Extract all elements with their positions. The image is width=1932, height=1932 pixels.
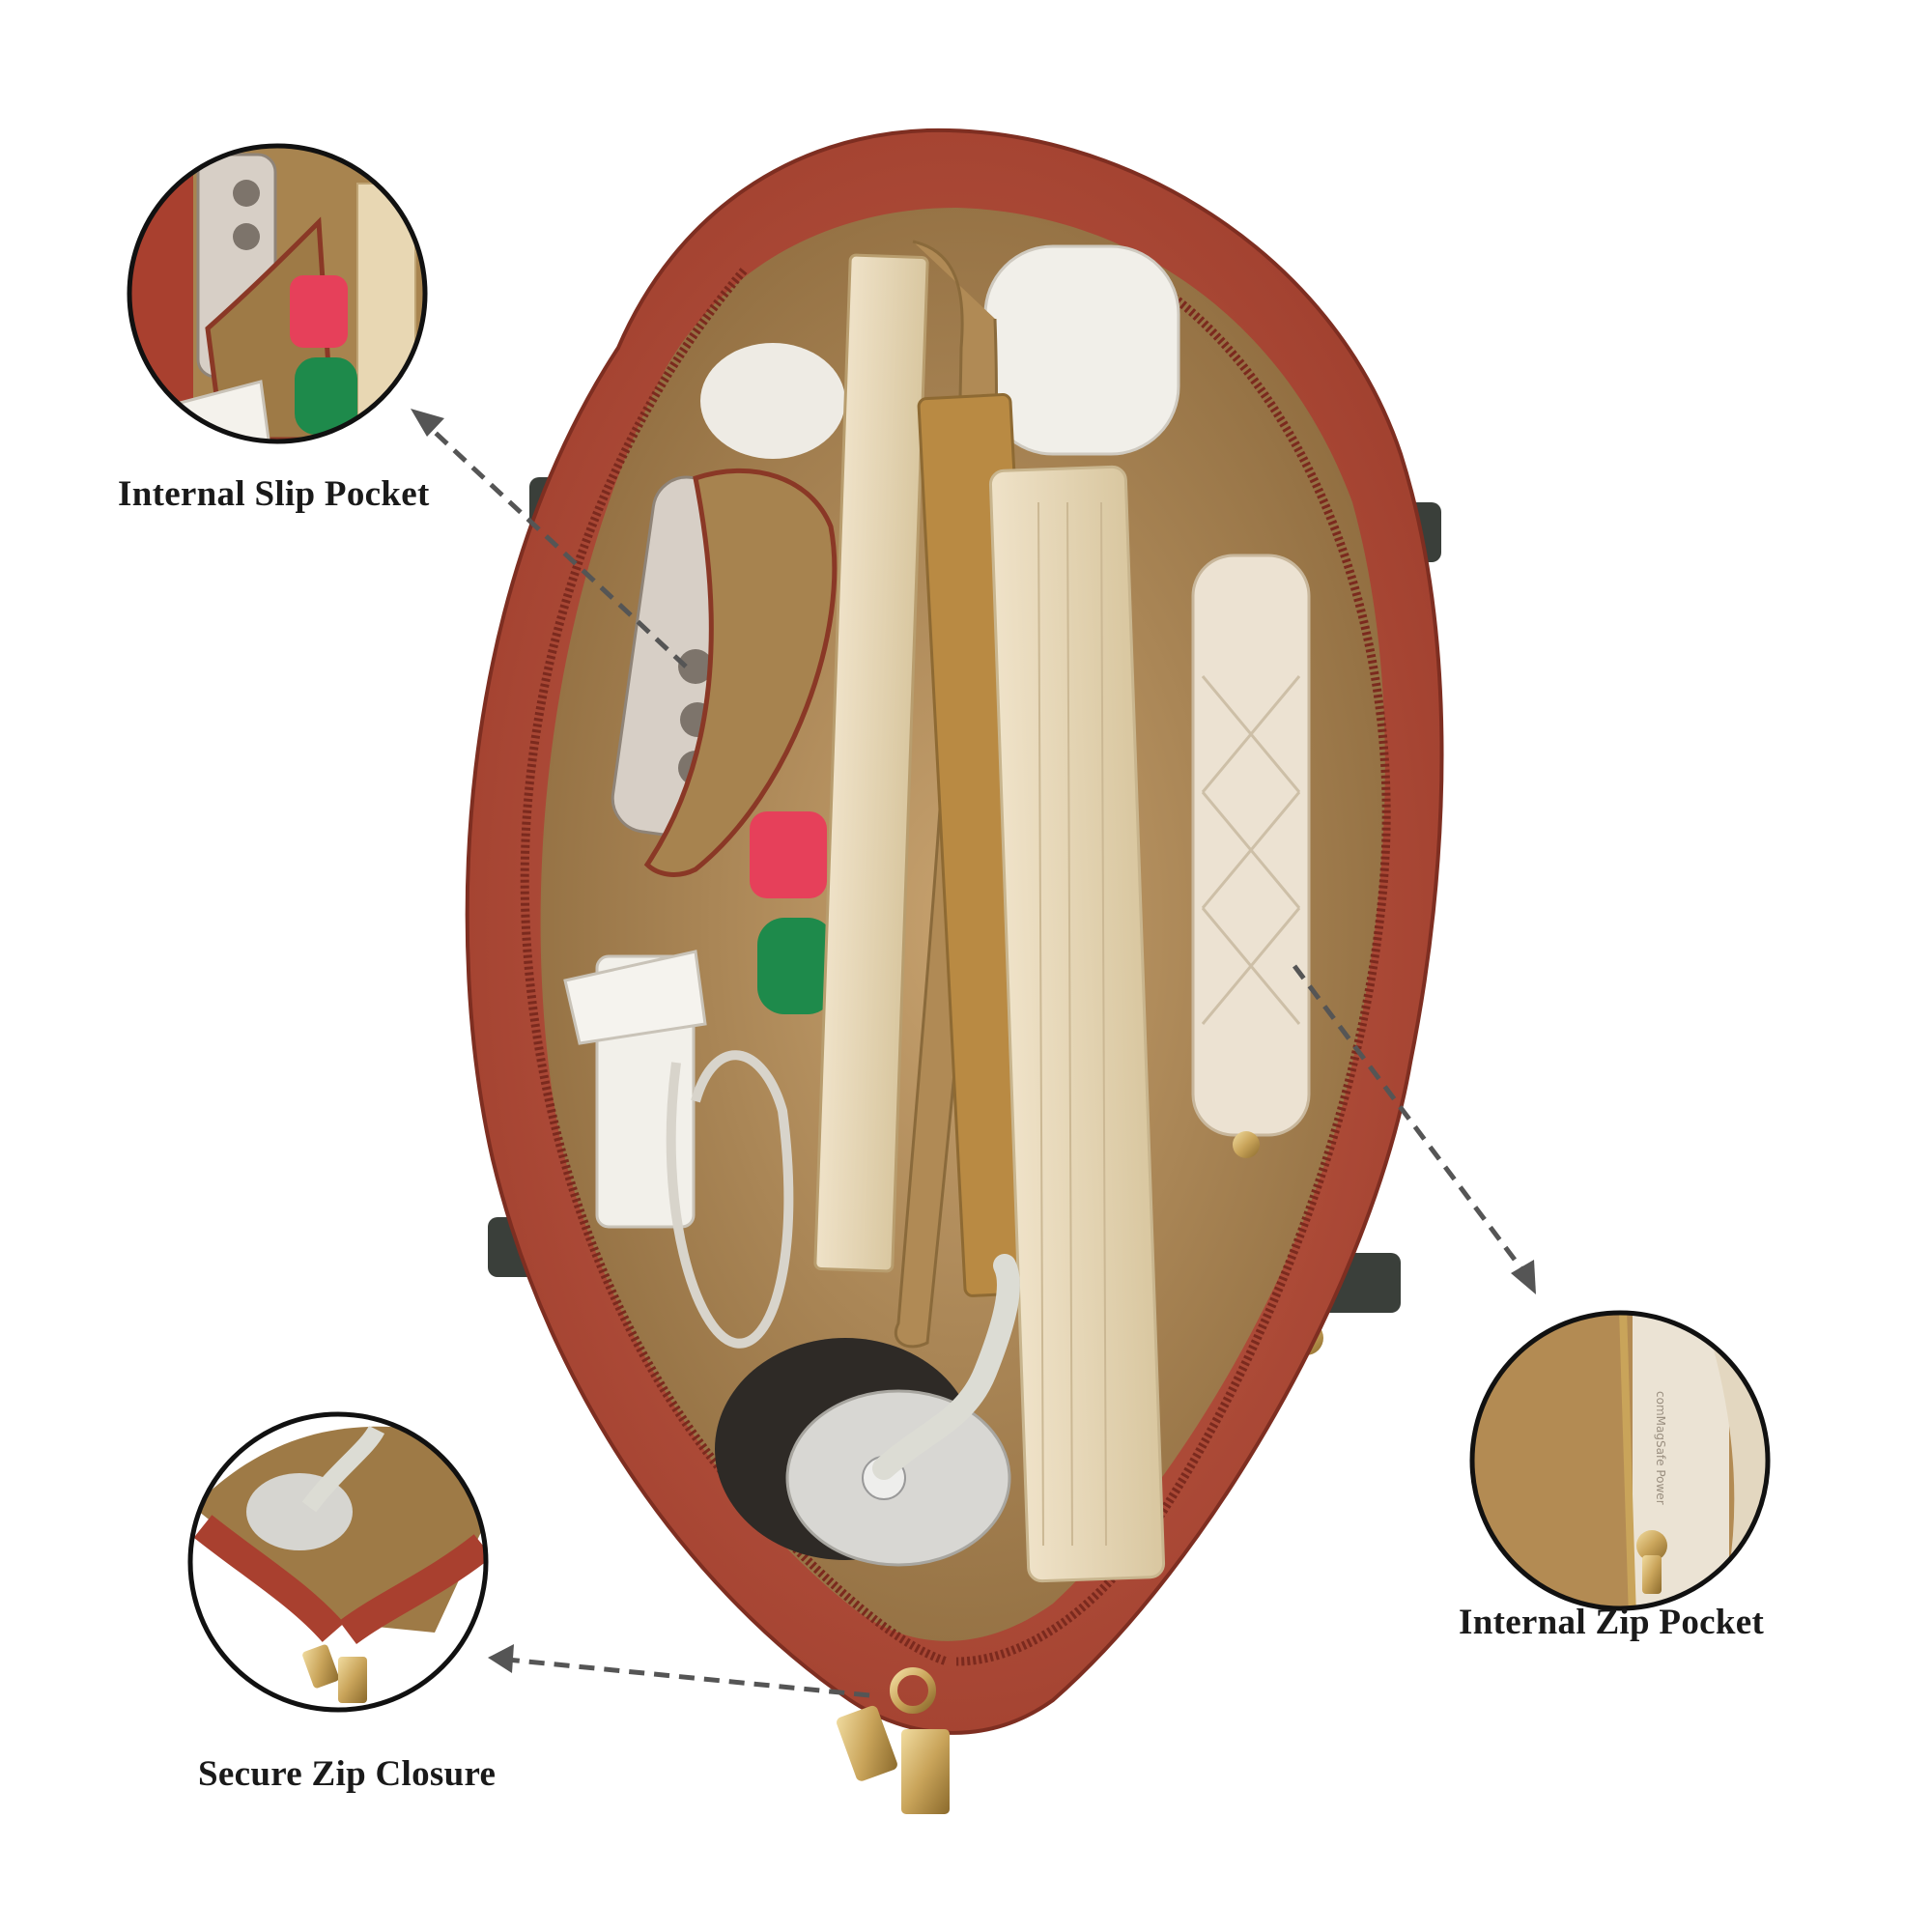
white-container (700, 343, 845, 459)
lotion-bottle (983, 244, 1180, 456)
zipper-track-left (520, 268, 949, 1666)
arrow-zip-closure (488, 1644, 870, 1698)
arrow-slip-pocket (411, 409, 688, 668)
slip-pocket (643, 468, 838, 877)
pouch-zip-pull (1233, 1131, 1260, 1158)
zipper-track-right (955, 276, 1391, 1666)
lipstick (750, 811, 827, 898)
green-bottle (757, 918, 835, 1014)
zip-puller-main (837, 1667, 950, 1814)
cable-coil (666, 1050, 794, 1349)
notebook (813, 253, 929, 1273)
charger-plug (563, 950, 707, 1045)
thick-book (988, 465, 1166, 1583)
callout-zip-pocket-image: comMagSafe Power (1469, 1310, 1771, 1611)
tumbler-strap (872, 1254, 1020, 1480)
arrow-zip-pocket (1293, 964, 1536, 1294)
callout-label-slip-pocket: Internal Slip Pocket (118, 474, 430, 514)
book-pages (1037, 501, 1107, 1547)
quilted-pouch (1191, 554, 1311, 1137)
bag-main (465, 128, 1444, 1814)
pouch-quilting (1201, 675, 1301, 1025)
callout-label-zip-pocket: Internal Zip Pocket (1459, 1603, 1765, 1642)
svg-text:comMagSafe Power: comMagSafe Power (1654, 1391, 1667, 1505)
callout-slip-pocket-image (127, 143, 428, 444)
callout-label-zip-closure: Secure Zip Closure (198, 1754, 497, 1794)
phone-camera (678, 649, 713, 684)
callout-zip-closure-image (187, 1411, 489, 1713)
